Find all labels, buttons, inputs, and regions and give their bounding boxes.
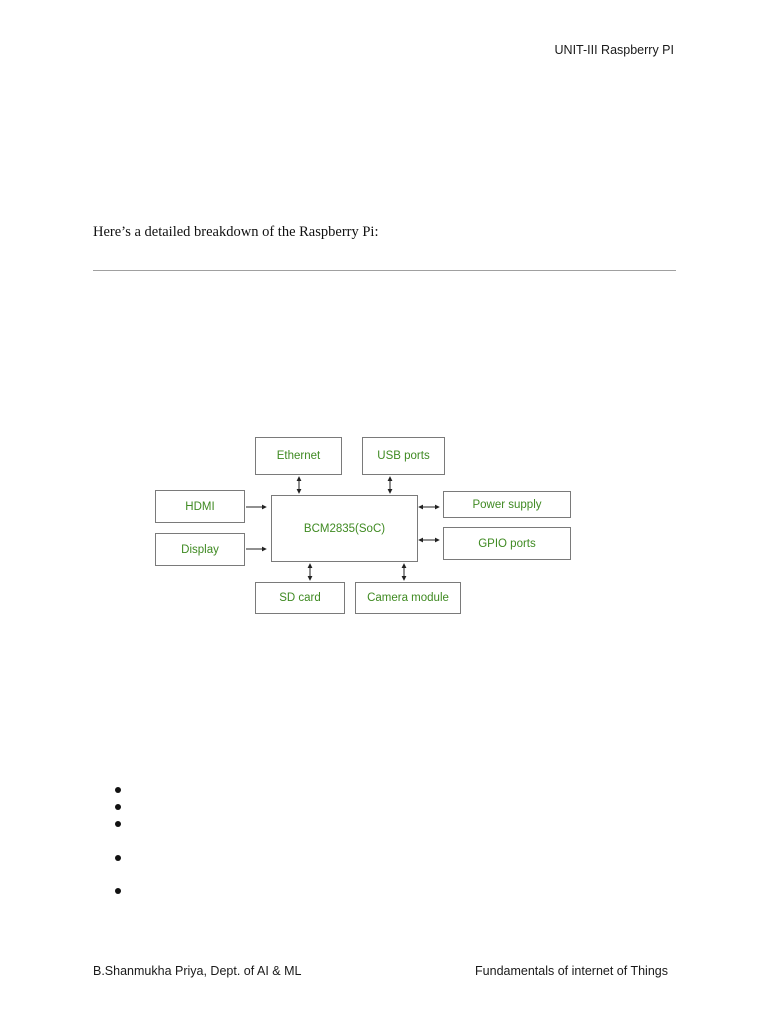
block-hdmi: HDMI [155, 490, 245, 523]
block-usb-ports: USB ports [362, 437, 445, 475]
bullet-marker [115, 855, 121, 861]
block-camera-module: Camera module [355, 582, 461, 614]
block-sd-card: SD card [255, 582, 345, 614]
footer-course: Fundamentals of internet of Things [475, 964, 668, 978]
bullet-marker [115, 888, 121, 894]
bullet-marker [115, 821, 121, 827]
bullet-marker [115, 787, 121, 793]
running-header: UNIT-III Raspberry PI [554, 43, 674, 57]
footer-author: B.Shanmukha Priya, Dept. of AI & ML [93, 964, 302, 978]
block-gpio-ports: GPIO ports [443, 527, 571, 560]
block-power-supply: Power supply [443, 491, 571, 518]
intro-paragraph: Here’s a detailed breakdown of the Raspb… [93, 224, 379, 240]
block-display: Display [155, 533, 245, 566]
bullet-marker [115, 804, 121, 810]
block-ethernet: Ethernet [255, 437, 342, 475]
block-bcm2835-soc: BCM2835(SoC) [271, 495, 418, 562]
horizontal-rule [93, 270, 676, 271]
